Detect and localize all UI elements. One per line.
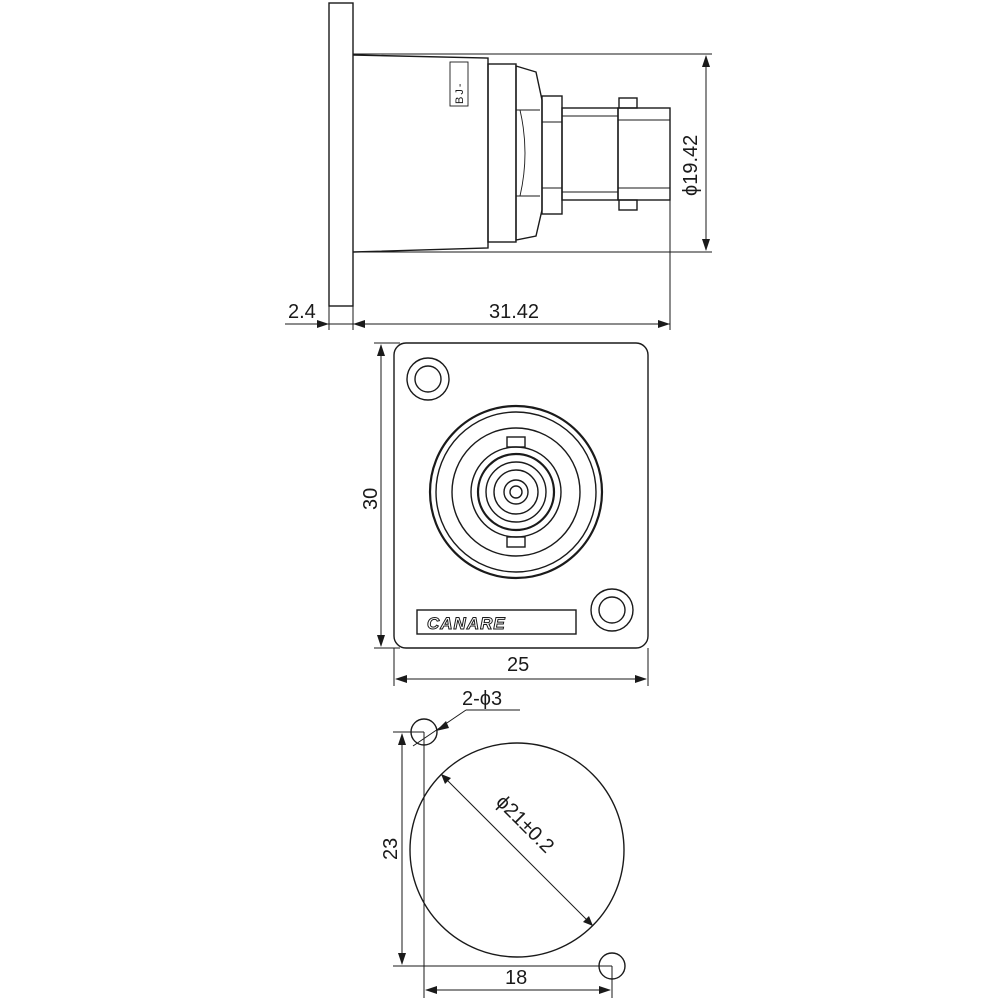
bnc-barrel xyxy=(561,107,619,201)
mount-hole-outer xyxy=(590,588,634,632)
mount-hole-outer xyxy=(406,357,450,401)
bayonet-sleeve xyxy=(617,107,671,201)
flange-thickness-label: 2.4 xyxy=(288,301,316,323)
logo-plate xyxy=(416,609,577,635)
arrow-head xyxy=(702,55,710,67)
arrow-head xyxy=(377,344,385,356)
connector-ring xyxy=(470,446,562,538)
holes-label: 2-ϕ3 xyxy=(462,688,502,710)
washer xyxy=(541,95,563,215)
arrow-head xyxy=(398,953,406,965)
circle-diameter-label: ϕ21±0.2 xyxy=(491,791,558,858)
center-pin-socket xyxy=(503,479,529,505)
mount-hole-inner xyxy=(598,596,626,624)
arrow-head xyxy=(377,635,385,647)
panel-cutout: 2-ϕ3 ϕ21±0.2 23 18 xyxy=(380,688,626,998)
arrow-head xyxy=(635,675,647,683)
hex-nut xyxy=(515,65,543,241)
arrow-head xyxy=(398,733,406,745)
connector-ring xyxy=(435,411,597,573)
mount-hole-inner xyxy=(414,365,442,393)
front-plate xyxy=(393,342,649,649)
hex-nut-face xyxy=(519,109,526,197)
cutout-width-label: 18 xyxy=(505,967,527,989)
connector-ring-outer xyxy=(428,404,604,580)
brand-logo: CANARE xyxy=(427,614,506,633)
diameter-label: ϕ19.42 xyxy=(680,135,702,196)
bayonet-lug-bottom xyxy=(506,536,526,548)
connector-ring xyxy=(493,469,539,515)
bayonet-pin-bottom xyxy=(618,199,638,211)
arrow-head xyxy=(441,774,451,784)
cutout-circle xyxy=(409,742,625,958)
center-pin xyxy=(509,485,523,499)
front-height-label: 30 xyxy=(360,488,382,510)
flange-plate xyxy=(328,2,354,307)
label-tag-text: BJ- xyxy=(454,82,466,105)
arrow-head xyxy=(436,721,449,731)
label-tag-box xyxy=(449,61,469,107)
connector-ring xyxy=(451,427,581,557)
cutout-height-label: 23 xyxy=(380,838,402,860)
arrow-head xyxy=(425,986,437,994)
arrow-head xyxy=(702,239,710,251)
arrow-head xyxy=(599,986,611,994)
connector-ring xyxy=(485,461,547,523)
collar xyxy=(487,63,517,243)
bayonet-pin-top xyxy=(618,97,638,109)
length-label: 31.42 xyxy=(489,301,539,323)
front-view: CANARE 30 25 xyxy=(360,342,649,686)
arrow-head xyxy=(583,916,593,926)
arrow-head xyxy=(658,320,670,328)
side-view: BJ- ϕ19.42 2.4 xyxy=(285,2,712,330)
circle-diameter-line xyxy=(441,774,593,926)
front-width-label: 25 xyxy=(507,654,529,676)
arrow-head xyxy=(317,320,329,328)
bayonet-lug-top xyxy=(506,436,526,448)
arrow-head xyxy=(395,675,407,683)
connector-ring xyxy=(476,452,556,532)
